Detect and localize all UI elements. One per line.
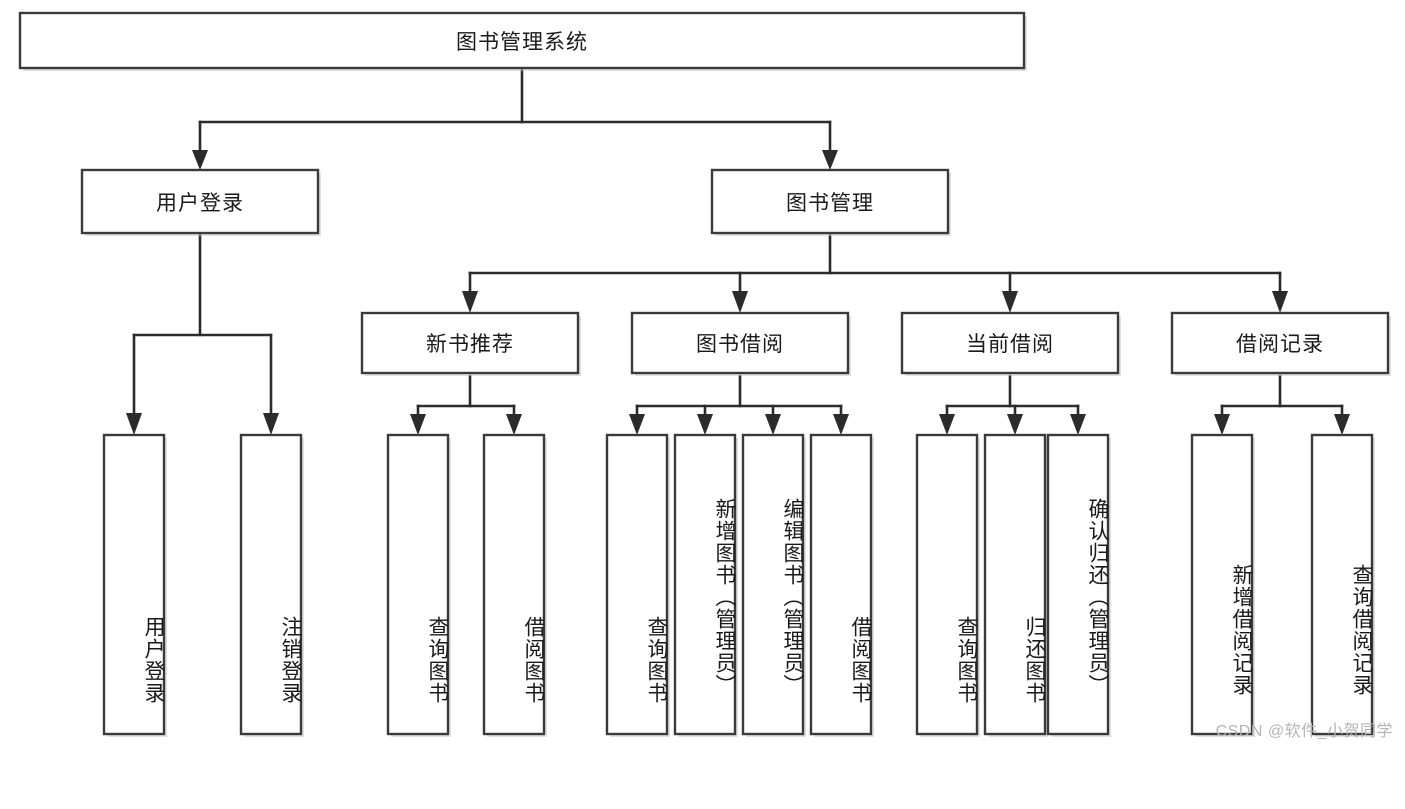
node-leaf-query-record[interactable]	[1310, 433, 1374, 736]
arrow-head-leaf-logout	[263, 413, 279, 435]
arrow-head-leaf-query-record	[1334, 414, 1350, 435]
connector-layer	[126, 66, 1350, 435]
arrow-head-leaf-add-book	[697, 414, 713, 435]
node-leaf-return-book[interactable]	[983, 433, 1047, 736]
node-current-borrow[interactable]	[900, 311, 1120, 375]
node-leaf-query-book-a[interactable]	[386, 433, 450, 736]
arrow-head-leaf-borrow-book-a	[506, 414, 522, 435]
arrow-head-leaf-return-book	[1007, 414, 1023, 435]
node-user-login[interactable]	[80, 168, 320, 235]
node-leaf-confirm-return[interactable]	[1046, 433, 1110, 736]
arrow-head-book-borrow	[732, 291, 748, 313]
node-leaf-user-login[interactable]	[102, 433, 166, 736]
node-leaf-query-book-c[interactable]	[915, 433, 979, 736]
arrow-head-leaf-query-book-c	[939, 414, 955, 435]
arrow-head-leaf-borrow-book-b	[833, 414, 849, 435]
arrow-head-user-login	[192, 150, 208, 170]
node-leaf-borrow-book-a[interactable]	[482, 433, 546, 736]
node-leaf-query-book-b[interactable]	[605, 433, 669, 736]
node-leaf-logout[interactable]	[239, 433, 303, 736]
arrow-head-new-book-rec	[462, 291, 478, 313]
arrow-head-leaf-query-book-b	[629, 414, 645, 435]
arrow-head-current-borrow	[1002, 291, 1018, 313]
arrow-head-leaf-user-login	[126, 413, 142, 435]
node-book-borrow[interactable]	[630, 311, 850, 375]
flowchart-svg	[18, 11, 1391, 737]
arrow-head-leaf-confirm-return	[1070, 414, 1086, 435]
node-leaf-add-book[interactable]	[673, 433, 737, 736]
node-leaf-borrow-book-b[interactable]	[809, 433, 873, 736]
arrow-head-leaf-query-book-a	[410, 414, 426, 435]
node-new-book-rec[interactable]	[360, 311, 580, 375]
node-leaf-add-record[interactable]	[1190, 433, 1254, 736]
arrow-head-book-manage	[822, 150, 838, 170]
node-root[interactable]	[18, 11, 1026, 70]
arrow-head-borrow-record	[1272, 291, 1288, 313]
node-layer	[18, 11, 1391, 737]
arrow-head-leaf-edit-book	[765, 414, 781, 435]
node-leaf-edit-book[interactable]	[741, 433, 805, 736]
diagram-canvas: 图书管理系统 用户登录 图书管理 新书推荐 图书借阅 当前借阅 借阅记录 用户登…	[18, 11, 1393, 740]
arrow-head-leaf-add-record	[1214, 414, 1230, 435]
node-borrow-record[interactable]	[1170, 311, 1390, 375]
node-book-manage[interactable]	[710, 168, 950, 235]
